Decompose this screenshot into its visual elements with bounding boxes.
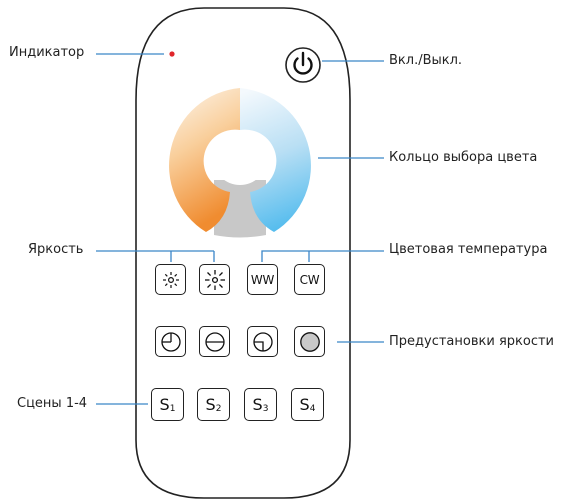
scene-3-button[interactable]: S3 xyxy=(244,388,277,421)
brightness-down-button[interactable] xyxy=(155,264,186,295)
color-ring[interactable] xyxy=(169,88,311,238)
preset-75-button[interactable] xyxy=(247,326,278,357)
brightness-100-icon xyxy=(299,331,320,352)
label-power: Вкл./Выкл. xyxy=(389,53,463,68)
brightness-25-icon xyxy=(160,331,181,352)
remote-body xyxy=(135,7,351,499)
ww-label: WW xyxy=(250,272,275,287)
callout-lines xyxy=(96,53,384,405)
label-color-ring: Кольцо выбора цвета xyxy=(389,150,538,165)
scene-1-button[interactable]: S1 xyxy=(151,388,184,421)
brightness-down-icon xyxy=(162,271,179,288)
brightness-up-button[interactable] xyxy=(199,264,230,295)
brightness-75-icon xyxy=(252,331,273,352)
preset-50-button[interactable] xyxy=(199,326,230,357)
indicator-led xyxy=(169,51,175,57)
label-color-temp: Цветовая температура xyxy=(389,242,548,257)
scene-1-label: S1 xyxy=(159,395,176,414)
scene-4-label: S4 xyxy=(299,395,316,414)
brightness-50-icon xyxy=(204,331,225,352)
scene-2-label: S2 xyxy=(205,395,222,414)
label-scenes: Сцены 1-4 xyxy=(17,396,88,411)
label-indicator: Индикатор xyxy=(9,45,85,60)
power-icon xyxy=(293,57,313,75)
brightness-up-icon xyxy=(204,269,225,290)
label-presets: Предустановки яркости xyxy=(389,334,554,349)
label-brightness: Яркость xyxy=(28,242,84,257)
scene-3-label: S3 xyxy=(252,395,269,414)
scene-4-button[interactable]: S4 xyxy=(291,388,324,421)
preset-25-button[interactable] xyxy=(155,326,186,357)
cw-label: CW xyxy=(299,272,320,287)
ww-button[interactable]: WW xyxy=(247,264,278,295)
preset-100-button[interactable] xyxy=(294,326,325,357)
power-button[interactable] xyxy=(285,47,321,83)
scene-2-button[interactable]: S2 xyxy=(197,388,230,421)
cw-button[interactable]: CW xyxy=(294,264,325,295)
